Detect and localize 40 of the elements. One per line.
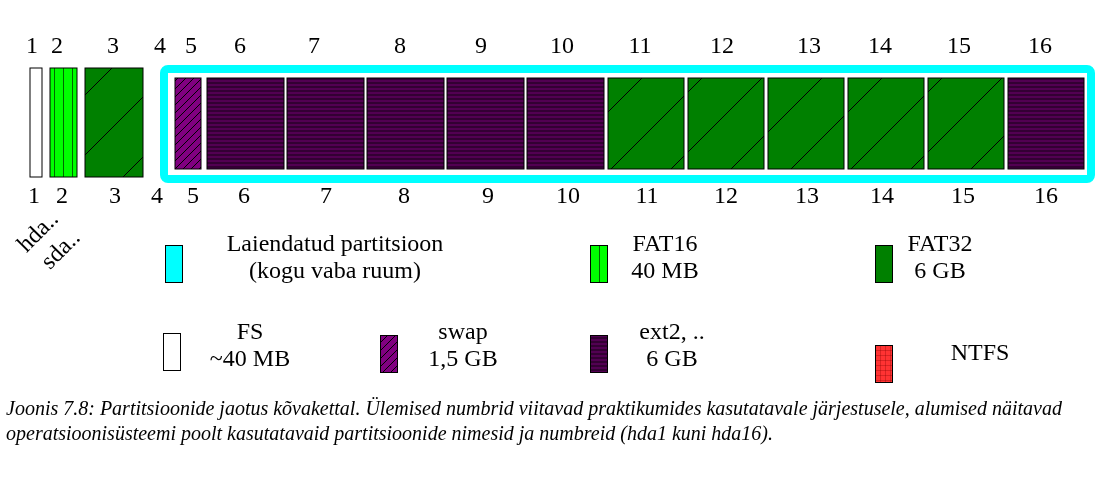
partition-number: 10 [550, 32, 574, 58]
partition-number: 9 [482, 182, 494, 208]
partition-number: 12 [710, 32, 734, 58]
partition-number: 14 [870, 182, 894, 208]
partition-number: 13 [797, 32, 821, 58]
partition-number: 8 [398, 182, 410, 208]
partition-number: 6 [234, 32, 246, 58]
partition-number: 3 [107, 32, 119, 58]
partition-number: 2 [56, 182, 68, 208]
legend-label: FAT16 40 MB [630, 230, 700, 284]
partition-number: 7 [320, 182, 332, 208]
partition-number: 4 [151, 182, 163, 208]
partition-number: 12 [714, 182, 738, 208]
partition-number: 5 [187, 182, 199, 208]
partition-number: 10 [556, 182, 580, 208]
partition-number: 6 [238, 182, 250, 208]
partition-number: 4 [154, 32, 166, 58]
legend-label: NTFS [949, 339, 1011, 366]
partition-number: 9 [475, 32, 487, 58]
partition-number: 3 [109, 182, 121, 208]
partition-number: 2 [51, 32, 63, 58]
legend-label: Laiendatud partitsioon (kogu vaba ruum) [225, 230, 445, 284]
legend-label: swap 1,5 GB [427, 318, 499, 372]
legend-label: FS ~40 MB [208, 318, 292, 372]
partition-number: 11 [628, 32, 652, 58]
partition-number: 7 [308, 32, 320, 58]
legend-label: FAT32 6 GB [906, 230, 974, 284]
partition-number: 1 [26, 32, 38, 58]
legend-label: ext2, .. 6 GB [638, 318, 706, 372]
partition-number: 5 [185, 32, 197, 58]
partition-number: 15 [951, 182, 975, 208]
partition-number: 1 [28, 182, 40, 208]
figure-caption: Joonis 7.8: Partitsioonide jaotus kõvakettal. Ülemised numbrid viitavad praktikumides kasutatavale järjestusele, alumised näitavad operatsioonisüsteemi poolt kasutatavaid partitsioonide nimesid ja numbreid (hda1 kuni hda16). [6, 396, 1063, 446]
partition-number: 14 [868, 32, 892, 58]
partition-number: 15 [947, 32, 971, 58]
partition-number: 16 [1034, 182, 1058, 208]
partition-number: 11 [635, 182, 659, 208]
partition-number: 16 [1028, 32, 1052, 58]
partition-number: 13 [795, 182, 819, 208]
partition-number: 8 [394, 32, 406, 58]
